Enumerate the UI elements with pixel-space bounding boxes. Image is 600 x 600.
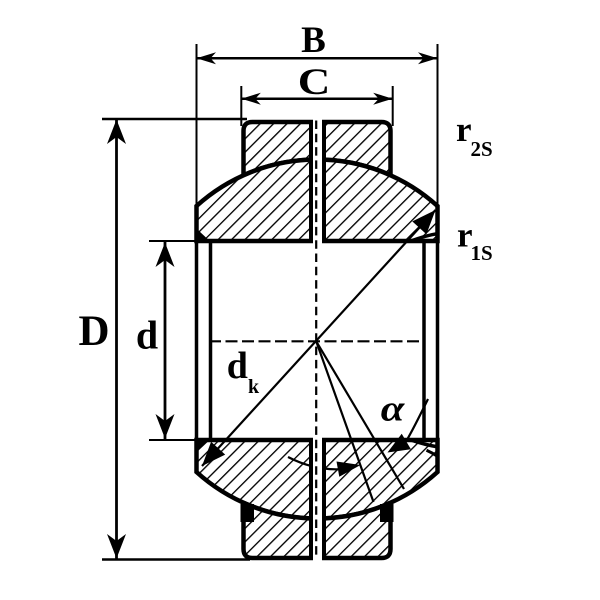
svg-text:2S: 2S [471, 137, 493, 161]
svg-text:d: d [136, 313, 158, 358]
svg-text:d: d [227, 345, 248, 387]
svg-text:B: B [301, 20, 326, 61]
svg-text:D: D [78, 308, 109, 355]
svg-text:r: r [457, 216, 473, 255]
svg-text:α: α [381, 387, 406, 429]
svg-text:k: k [248, 376, 260, 398]
svg-text:C: C [298, 61, 331, 102]
svg-text:1S: 1S [471, 241, 493, 265]
svg-text:r: r [456, 110, 472, 149]
